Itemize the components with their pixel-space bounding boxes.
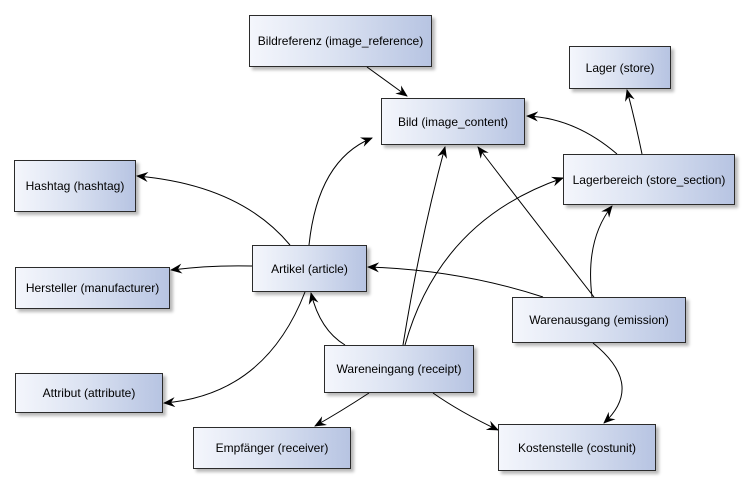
node-receipt[interactable]: Wareneingang (receipt) — [324, 345, 474, 393]
node-article[interactable]: Artikel (article) — [252, 245, 367, 292]
edge-store-section-to-image-content — [526, 111, 618, 155]
node-image-content[interactable]: Bild (image_content) — [381, 98, 525, 145]
edge-article-to-image-content — [308, 137, 373, 246]
edge-store-section-to-store — [625, 89, 643, 155]
edge-emission-to-article — [367, 262, 544, 298]
edge-article-to-attribute — [163, 291, 306, 408]
edge-receipt-to-article — [308, 292, 346, 346]
node-image-reference[interactable]: Bildreferenz (image_reference) — [249, 15, 432, 67]
node-receiver[interactable]: Empfänger (receiver) — [193, 427, 351, 469]
edge-article-to-manufacturer — [170, 263, 253, 274]
node-emission[interactable]: Warenausgang (emission) — [512, 297, 686, 343]
node-store[interactable]: Lager (store) — [569, 46, 671, 89]
edge-emission-to-costunit — [592, 342, 623, 424]
edge-receipt-to-store-section — [404, 176, 564, 346]
edge-receipt-to-receiver — [314, 392, 370, 427]
edge-article-to-hashtag — [136, 171, 291, 246]
node-manufacturer[interactable]: Hersteller (manufacturer) — [15, 267, 170, 309]
node-hashtag[interactable]: Hashtag (hashtag) — [14, 160, 136, 212]
edge-receipt-to-image-content — [402, 146, 447, 346]
node-attribute[interactable]: Attribut (attribute) — [15, 373, 163, 413]
node-store-section[interactable]: Lagerbereich (store_section) — [563, 154, 735, 205]
edge-emission-to-image-content — [477, 146, 595, 298]
edge-emission-to-store-section — [590, 205, 613, 298]
edge-image-reference-to-image-content — [366, 66, 408, 97]
node-costunit[interactable]: Kostenstelle (costunit) — [498, 424, 656, 471]
edge-receipt-to-costunit — [432, 392, 499, 431]
